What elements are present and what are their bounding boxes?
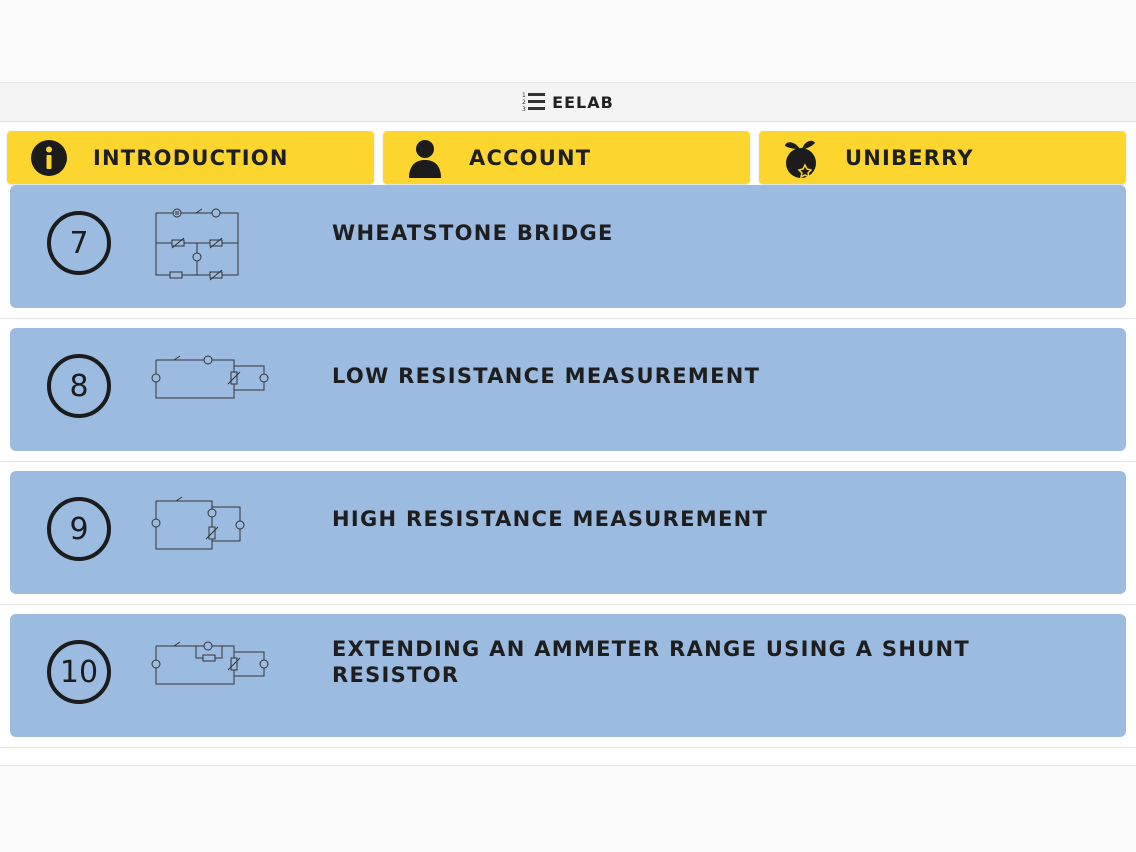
title-bar: 1 2 3 EELAB <box>0 83 1136 122</box>
experiment-number-badge: 9 <box>47 497 111 561</box>
experiment-card-8[interactable]: 8 LOW RESISTANCE MEASUREMENT <box>10 328 1126 451</box>
list-item: 9 HIGH RESISTANCE MEASUREMENT <box>0 462 1136 605</box>
experiment-card-9[interactable]: 9 HIGH RESISTANCE MEASUREMENT <box>10 471 1126 594</box>
experiment-card-7[interactable]: 7 <box>10 185 1126 308</box>
tab-uniberry-label: UNIBERRY <box>845 145 974 170</box>
experiment-number: 8 <box>69 368 89 404</box>
experiment-number: 9 <box>69 511 89 547</box>
experiment-title: WHEATSTONE BRIDGE <box>332 221 614 245</box>
experiment-title: HIGH RESISTANCE MEASUREMENT <box>332 507 769 531</box>
svg-text:3: 3 <box>522 106 526 113</box>
numbered-list-icon: 1 2 3 <box>522 91 546 113</box>
berry-icon <box>781 138 821 178</box>
tab-introduction-label: INTRODUCTION <box>93 145 289 170</box>
list-item: 7 <box>0 176 1136 319</box>
experiment-number-badge: 8 <box>47 354 111 418</box>
tab-account-label: ACCOUNT <box>469 145 592 170</box>
svg-text:2: 2 <box>522 99 526 106</box>
experiment-card-10[interactable]: 10 EXTENDING <box>10 614 1126 737</box>
list-item: 8 LOW RESISTANCE MEASUREMENT <box>0 319 1136 462</box>
experiment-title: EXTENDING AN AMMETER RANGE USING A SHUNT… <box>332 637 971 687</box>
tab-introduction[interactable]: INTRODUCTION <box>7 131 374 184</box>
tab-uniberry[interactable]: UNIBERRY <box>759 131 1126 184</box>
app-title: EELAB <box>552 92 614 112</box>
top-nav: INTRODUCTION ACCOUNT UNIBERRY <box>0 122 1136 184</box>
experiment-number: 7 <box>69 225 89 261</box>
wheatstone-circuit-icon <box>150 205 260 283</box>
high-resistance-circuit-icon <box>150 491 260 553</box>
user-icon <box>405 138 445 178</box>
list-item: 10 EXTENDING <box>0 605 1136 748</box>
experiment-number-badge: 7 <box>47 211 111 275</box>
tab-account[interactable]: ACCOUNT <box>383 131 750 184</box>
svg-text:1: 1 <box>522 92 526 99</box>
experiment-number-badge: 10 <box>47 640 111 704</box>
experiment-number: 10 <box>59 654 99 690</box>
experiment-title: LOW RESISTANCE MEASUREMENT <box>332 364 761 388</box>
info-icon <box>29 138 69 178</box>
low-resistance-circuit-icon <box>150 348 280 408</box>
shunt-circuit-icon <box>150 634 280 694</box>
app-window: 1 2 3 EELAB INTRODUCTION <box>0 82 1136 766</box>
